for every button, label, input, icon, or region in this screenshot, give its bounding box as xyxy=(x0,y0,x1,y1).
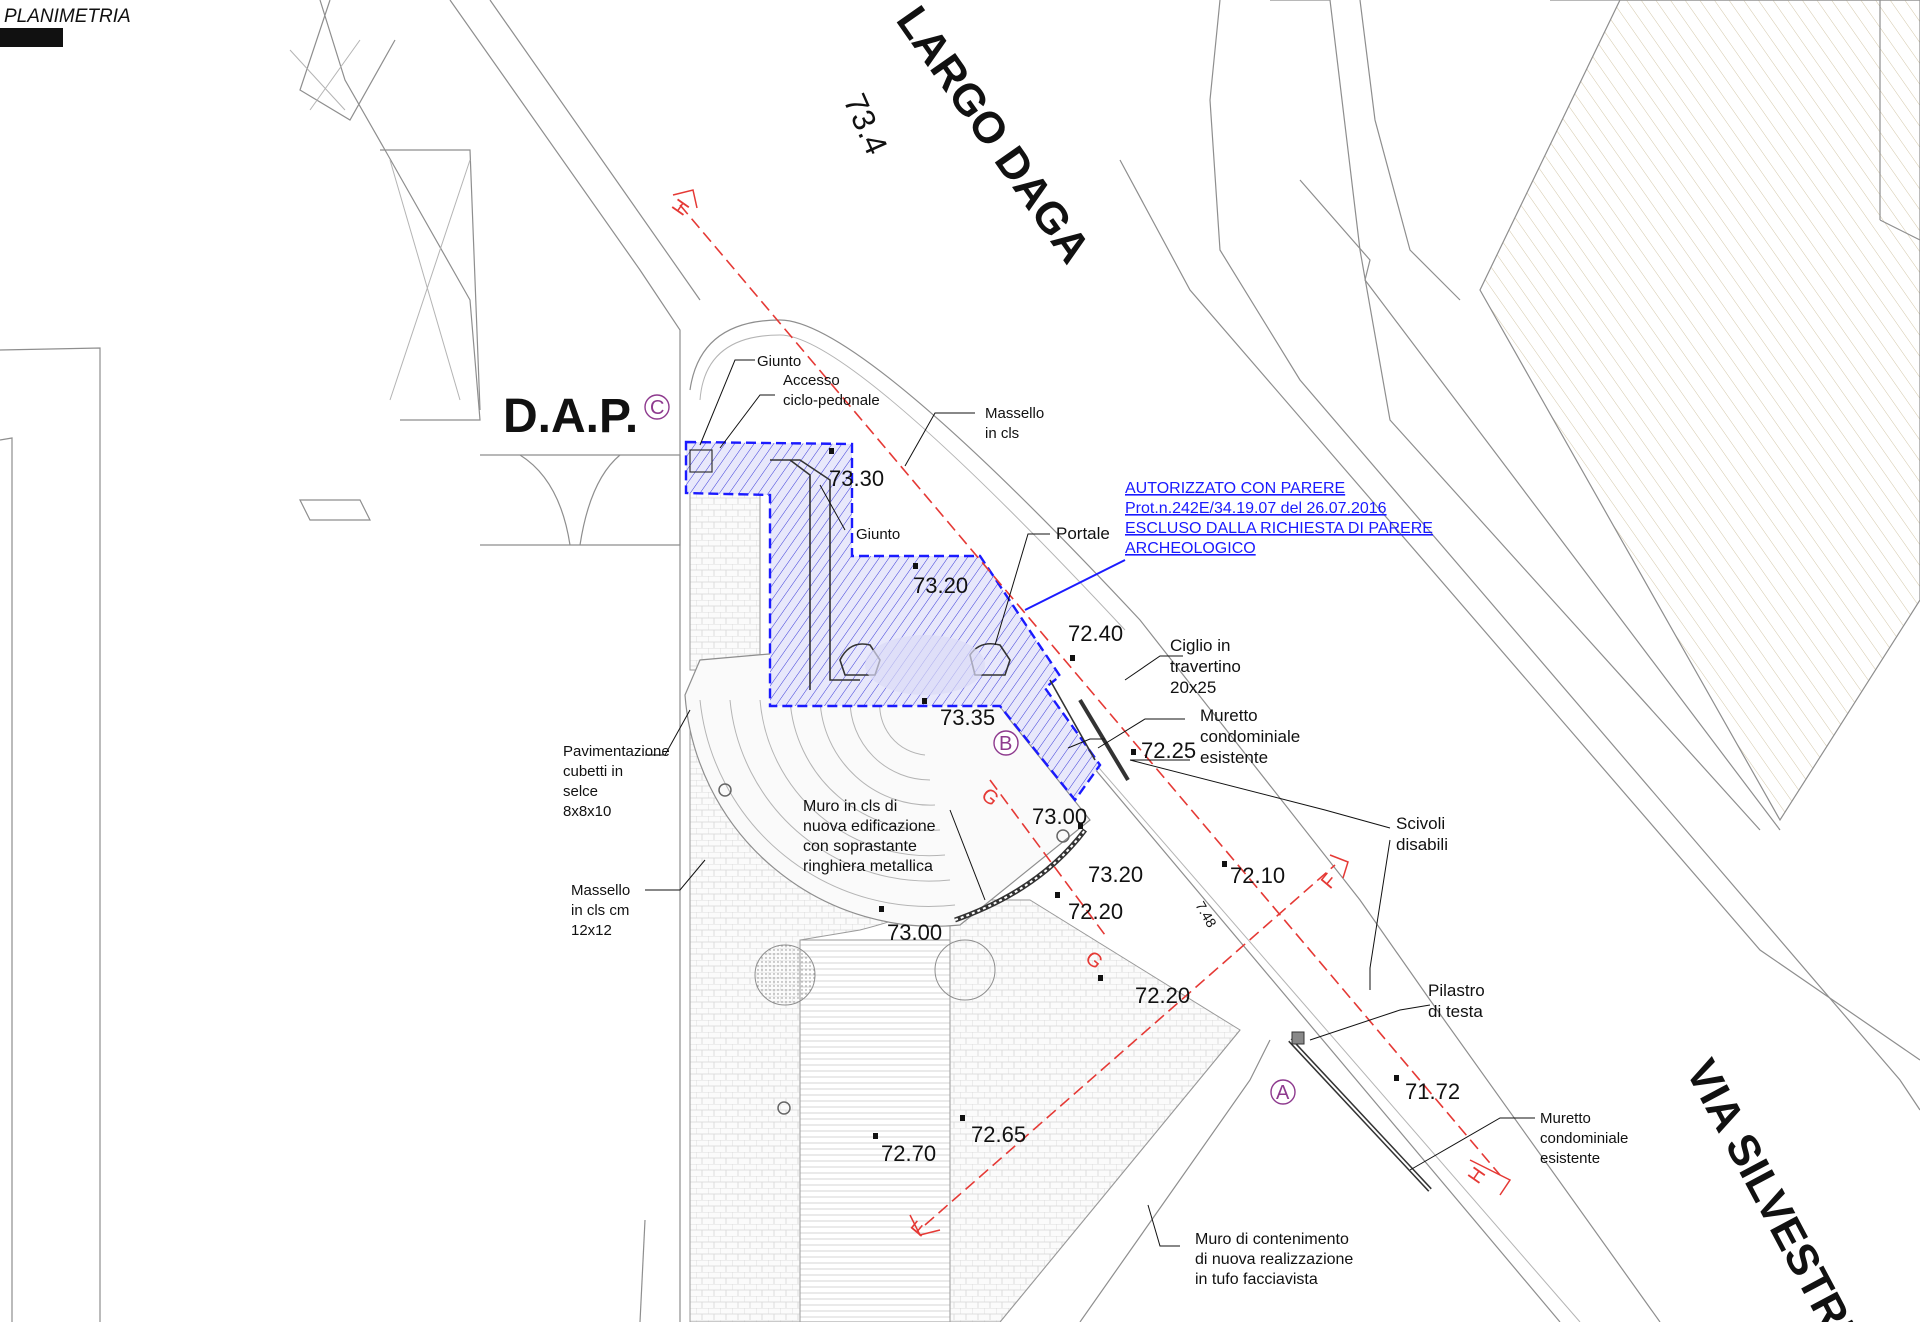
largo-daga-elevation: 73.4 xyxy=(837,88,895,160)
note-massello-left: Massello xyxy=(571,882,630,899)
note-muretto-bottom: condominiale xyxy=(1540,1130,1628,1147)
note-ciglio: travertino xyxy=(1170,657,1241,676)
note-pilastro: di testa xyxy=(1428,1002,1483,1021)
section-line-h xyxy=(679,204,1501,1176)
elevation-label: 73.00 xyxy=(1032,804,1087,829)
note-giunto-mid: Giunto xyxy=(856,526,900,543)
elevation-label: 73.30 xyxy=(829,466,884,491)
elevation-label: 72.10 xyxy=(1230,863,1285,888)
note-scivoli: disabili xyxy=(1396,835,1448,854)
pillar xyxy=(1291,1031,1305,1045)
elevation-label: 72.25 xyxy=(1141,738,1196,763)
elevation-label: 73.20 xyxy=(1088,862,1143,887)
point-b: B xyxy=(999,733,1012,755)
note-muro-tufo: Muro di contenimento xyxy=(1195,1231,1349,1248)
note-massello-left: 12x12 xyxy=(571,922,612,939)
walls xyxy=(1078,698,1432,1192)
note-pilastro: Pilastro xyxy=(1428,981,1485,1000)
title-bar xyxy=(0,28,63,47)
note-ciglio: Ciglio in xyxy=(1170,636,1230,655)
note-muro-cls: Muro in cls di xyxy=(803,798,897,815)
leader-lines xyxy=(645,359,1535,1247)
elevation-label: 73.35 xyxy=(940,705,995,730)
section-line-f xyxy=(924,864,1336,1226)
note-massello-top: Massello xyxy=(985,405,1044,422)
note-muro-cls: ringhiera metallica xyxy=(803,858,933,875)
elevation-label: 72.20 xyxy=(1068,899,1123,924)
note-muretto-top: esistente xyxy=(1200,748,1268,767)
section-h-bottom: H xyxy=(1464,1163,1490,1187)
elevation-label: 71.72 xyxy=(1405,1079,1460,1104)
paved-areas xyxy=(684,489,1241,1322)
note-pavimentazione: Pavimentazione xyxy=(563,743,670,760)
note-muro-cls: nuova edificazione xyxy=(803,818,936,835)
drawing-title-block: PLANIMETRIA xyxy=(0,6,131,47)
elevation-labels: 73.30 73.20 72.40 73.35 72.25 73.00 73.2… xyxy=(829,466,1460,1166)
section-line-g xyxy=(989,779,1106,936)
section-h-top: H xyxy=(668,195,694,219)
note-pavimentazione: cubetti in xyxy=(563,763,623,780)
note-pavimentazione: selce xyxy=(563,783,598,800)
spot-markers xyxy=(829,448,1399,1139)
dap-label: D.A.P. xyxy=(503,390,638,443)
note-massello-left: in cls cm xyxy=(571,902,629,919)
elevation-label: 72.20 xyxy=(1135,983,1190,1008)
note-portale: Portale xyxy=(1056,524,1110,543)
note-giunto-top: Giunto xyxy=(757,353,801,370)
authorization-line-2: Prot.n.242E/34.19.07 del 26.07.2016 xyxy=(1125,500,1387,517)
note-muro-cls: con soprastante xyxy=(803,838,917,855)
note-accesso: Accesso xyxy=(783,372,840,389)
note-muretto-bottom: esistente xyxy=(1540,1150,1600,1167)
authorized-area xyxy=(684,440,1102,802)
point-c: C xyxy=(650,397,664,419)
street-name-via-silvestri: VIA SILVESTRI xyxy=(1676,1052,1864,1322)
note-muro-tufo: in tufo facciavista xyxy=(1195,1271,1318,1288)
authorization-note: AUTORIZZATO CON PARERE Prot.n.242E/34.19… xyxy=(1024,480,1433,611)
note-ciglio: 20x25 xyxy=(1170,678,1216,697)
note-massello-top: in cls xyxy=(985,425,1019,442)
note-muretto-top: Muretto xyxy=(1200,706,1258,725)
note-muro-tufo: di nuova realizzazione xyxy=(1195,1251,1353,1268)
elevation-label: 72.70 xyxy=(881,1141,936,1166)
street-name-largo-daga: LARGO DAGA xyxy=(887,0,1100,272)
note-pavimentazione: 8x8x10 xyxy=(563,803,611,820)
authorization-line-4: ARCHEOLOGICO xyxy=(1125,540,1256,557)
note-scivoli: Scivoli xyxy=(1396,814,1445,833)
annotations: Giunto Accesso ciclo-pedonale Massello i… xyxy=(563,353,1628,1288)
note-accesso: ciclo-pedonale xyxy=(783,392,880,409)
note-muretto-bottom: Muretto xyxy=(1540,1110,1591,1127)
authorization-line-3: ESCLUSO DALLA RICHIESTA DI PARERE xyxy=(1125,520,1433,537)
elevation-label: 73.00 xyxy=(887,920,942,945)
section-f-right: F xyxy=(1317,870,1342,894)
elevation-label: 72.40 xyxy=(1068,621,1123,646)
note-muretto-top: condominiale xyxy=(1200,727,1300,746)
drawing-title: PLANIMETRIA xyxy=(4,6,131,27)
elevation-label: 72.65 xyxy=(971,1122,1026,1147)
point-markers: C B A xyxy=(644,394,1296,1105)
authorization-line-1: AUTORIZZATO CON PARERE xyxy=(1125,480,1345,497)
section-lines xyxy=(672,189,1512,1236)
elevation-label: 73.20 xyxy=(913,573,968,598)
point-a: A xyxy=(1276,1082,1290,1104)
